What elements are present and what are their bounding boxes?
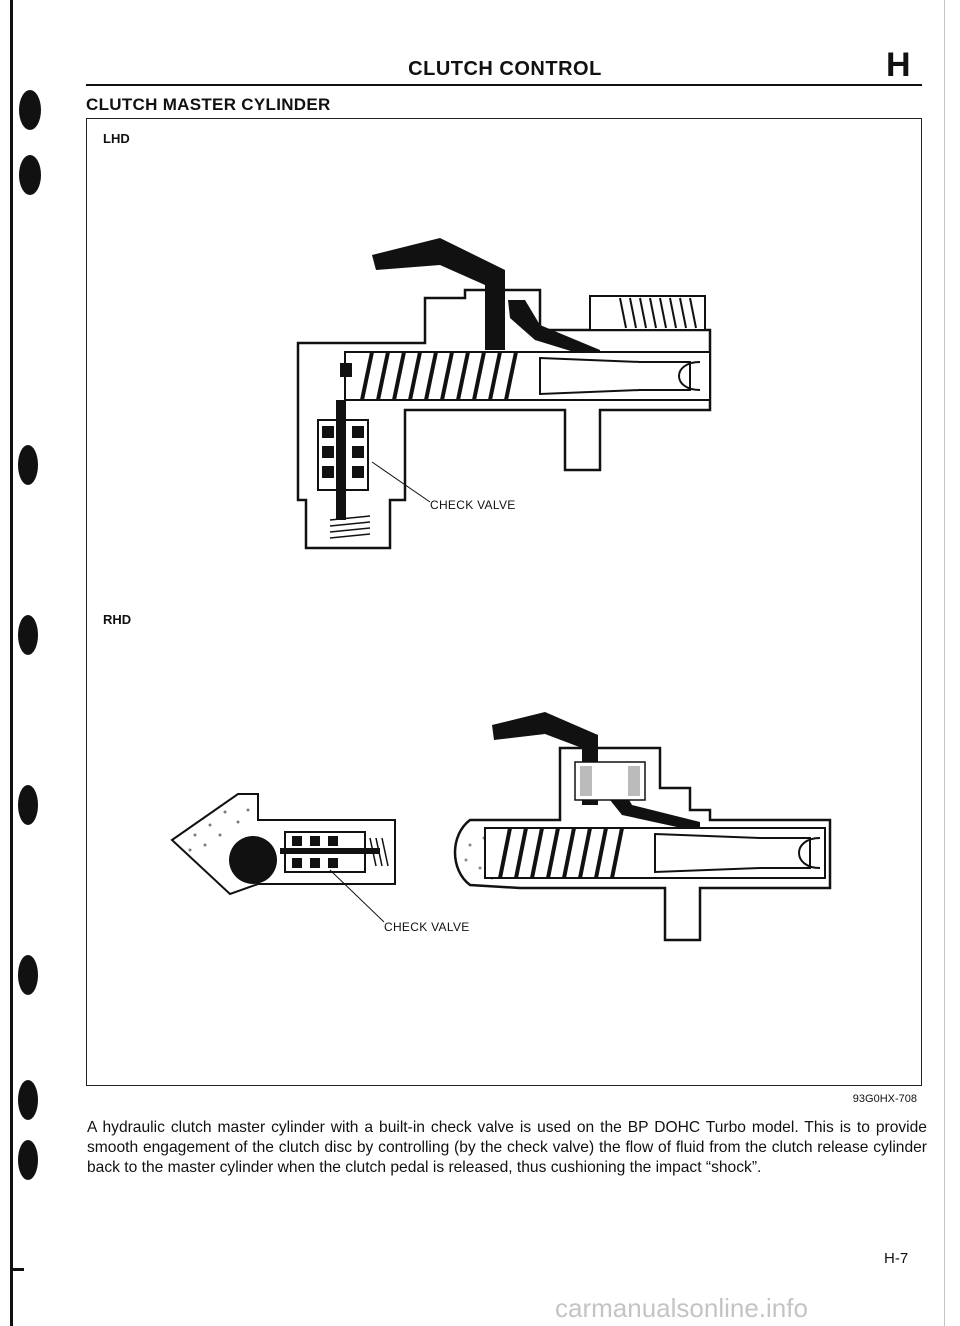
binding-hole [19, 155, 41, 195]
binding-hole [19, 90, 41, 130]
page-header-title: CLUTCH CONTROL [408, 58, 602, 80]
lhd-label: LHD [103, 131, 130, 146]
binding-hole [18, 1140, 38, 1180]
lhd-check-valve-callout: CHECK VALVE [430, 498, 516, 512]
binding-edge [10, 0, 41, 1326]
page-edge-rule [944, 0, 945, 1326]
figure-frame: LHD RHD 93G0HX-708 [86, 118, 922, 1105]
binding-hole [18, 785, 38, 825]
binding-hole [18, 445, 38, 485]
binding-hole [18, 1080, 38, 1120]
page-number: H-7 [884, 1250, 909, 1267]
section-title: CLUTCH MASTER CYLINDER [86, 95, 331, 114]
section-letter: H [886, 46, 911, 84]
binding-hole [18, 615, 38, 655]
rhd-check-valve-callout: CHECK VALVE [384, 920, 470, 934]
description-paragraph: A hydraulic clutch master cylinder with … [87, 1119, 927, 1176]
watermark: carmanualsonline.info [555, 1293, 808, 1323]
rhd-label: RHD [103, 612, 132, 627]
binding-hole [18, 955, 38, 995]
header-rule [86, 84, 922, 86]
figure-code: 93G0HX-708 [852, 1093, 917, 1105]
